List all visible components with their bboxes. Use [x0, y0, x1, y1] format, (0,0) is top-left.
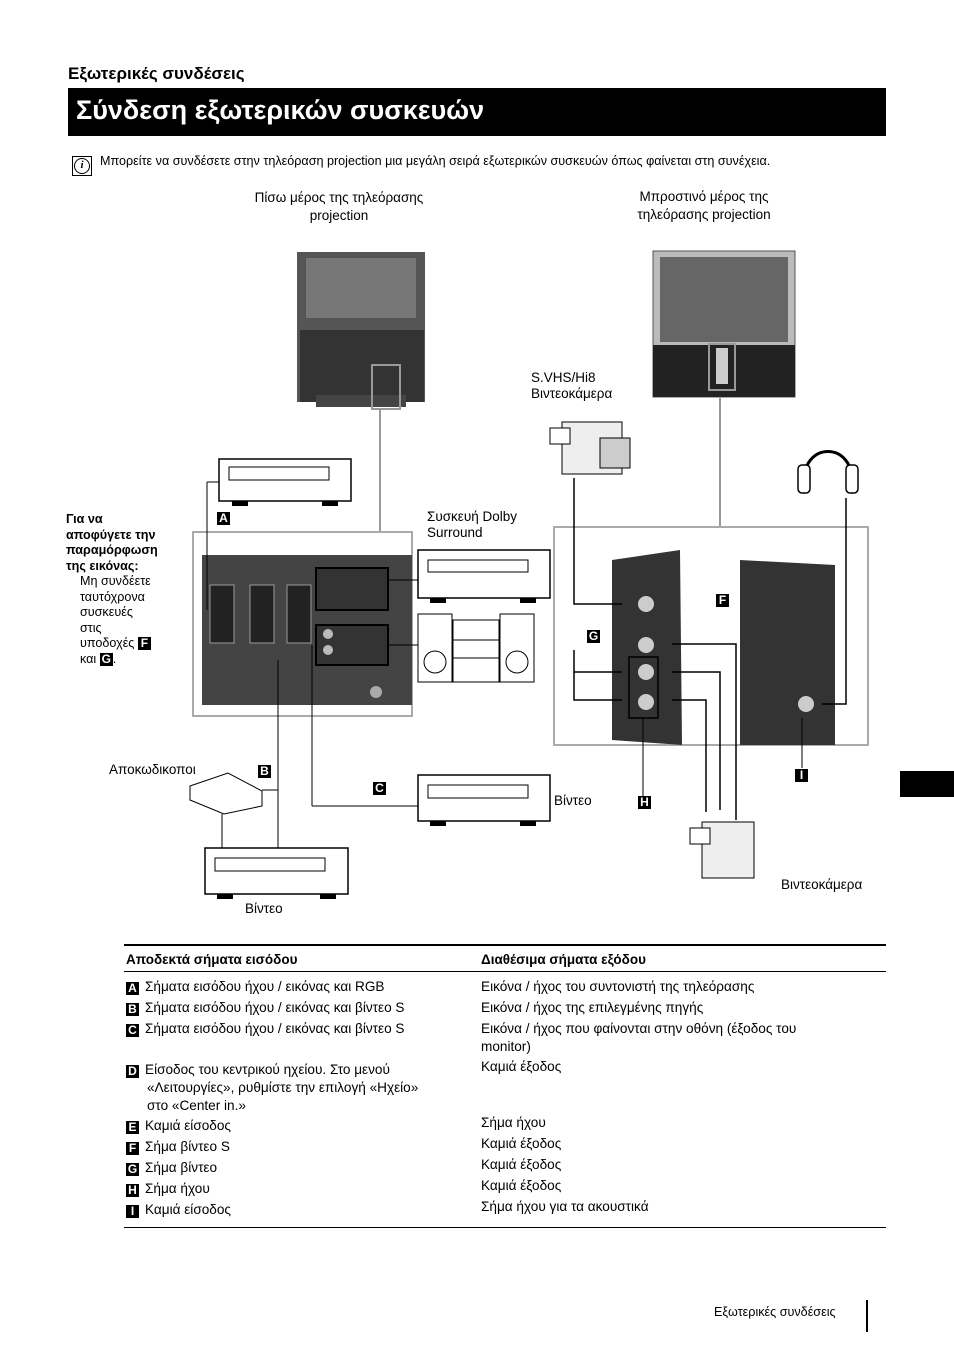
label-a: A	[217, 512, 230, 525]
table-row-c-output: Εικόνα / ήχος που φαίνονται στην οθόνη (…	[481, 1021, 797, 1054]
label-c: C	[373, 782, 386, 795]
chapter-tab	[900, 771, 954, 797]
decoder-illustration	[189, 772, 263, 815]
table-row-e-output: Σήμα ήχου	[481, 1115, 546, 1130]
intro-text: Μπορείτε να συνδέσετε στην τηλεόραση pro…	[100, 154, 771, 168]
label-g: G	[587, 629, 600, 643]
table-row-g-output: Καμιά έξοδος	[481, 1157, 562, 1172]
sidenote-g: G	[99, 651, 113, 666]
table-row-d-output: Καμιά έξοδος	[481, 1059, 562, 1074]
camcorder-illustration	[689, 821, 755, 879]
headphones-illustration	[797, 450, 859, 494]
decoder-label: Αποκωδικοποι	[109, 762, 196, 777]
table-row-h-output: Καμιά έξοδος	[481, 1178, 562, 1193]
vcr-c-label: Βίντεο	[554, 793, 592, 808]
table-row-b-output: Εικόνα / ήχος της επιλεγμένης πηγής	[481, 1000, 704, 1015]
title-bar: Σύνδεση εξωτερικών συσκευών	[68, 88, 886, 136]
footer-divider	[866, 1300, 868, 1332]
rear-tv-illustration	[297, 252, 425, 410]
table-row-i-output: Σήμα ήχου για τα ακουστικά	[481, 1199, 649, 1214]
camcorder-label: Βιντεοκάμερα	[781, 877, 863, 892]
label-h: H	[638, 796, 651, 809]
vcr-a-illustration	[218, 458, 352, 506]
connection-diagram	[189, 250, 869, 899]
vcr-b-label: Βίντεο	[245, 901, 283, 916]
table-header-input: Αποδεκτά σήματα εισόδου	[126, 952, 298, 967]
page-title: Σύνδεση εξωτερικών συσκευών	[76, 95, 485, 125]
label-b: B	[258, 765, 271, 778]
stereo-illustration	[417, 613, 535, 683]
sidenote-f: F	[137, 637, 151, 650]
front-tv-illustration	[652, 250, 796, 398]
distortion-note: Για να αποφύγετε την παραμόρφωση της εικ…	[66, 512, 158, 666]
vcr-c-illustration	[417, 774, 551, 826]
label-i: I	[795, 769, 808, 782]
vcr-b-illustration	[204, 847, 349, 899]
page-footer: Εξωτερικές συνδέσεις	[714, 1305, 836, 1319]
info-icon: i	[72, 156, 92, 176]
svhs-camcorder-illustration	[549, 421, 631, 475]
label-f: F	[716, 594, 729, 607]
dolby-device-illustration	[417, 549, 551, 603]
table-header-output: Διαθέσιμα σήματα εξόδου	[481, 952, 646, 967]
table-row-a-output: Εικόνα / ήχος του συντονιστή της τηλεόρα…	[481, 979, 755, 994]
section-heading: Εξωτερικές συνδέσεις	[68, 64, 245, 83]
table-row-f-output: Καμιά έξοδος	[481, 1136, 562, 1151]
